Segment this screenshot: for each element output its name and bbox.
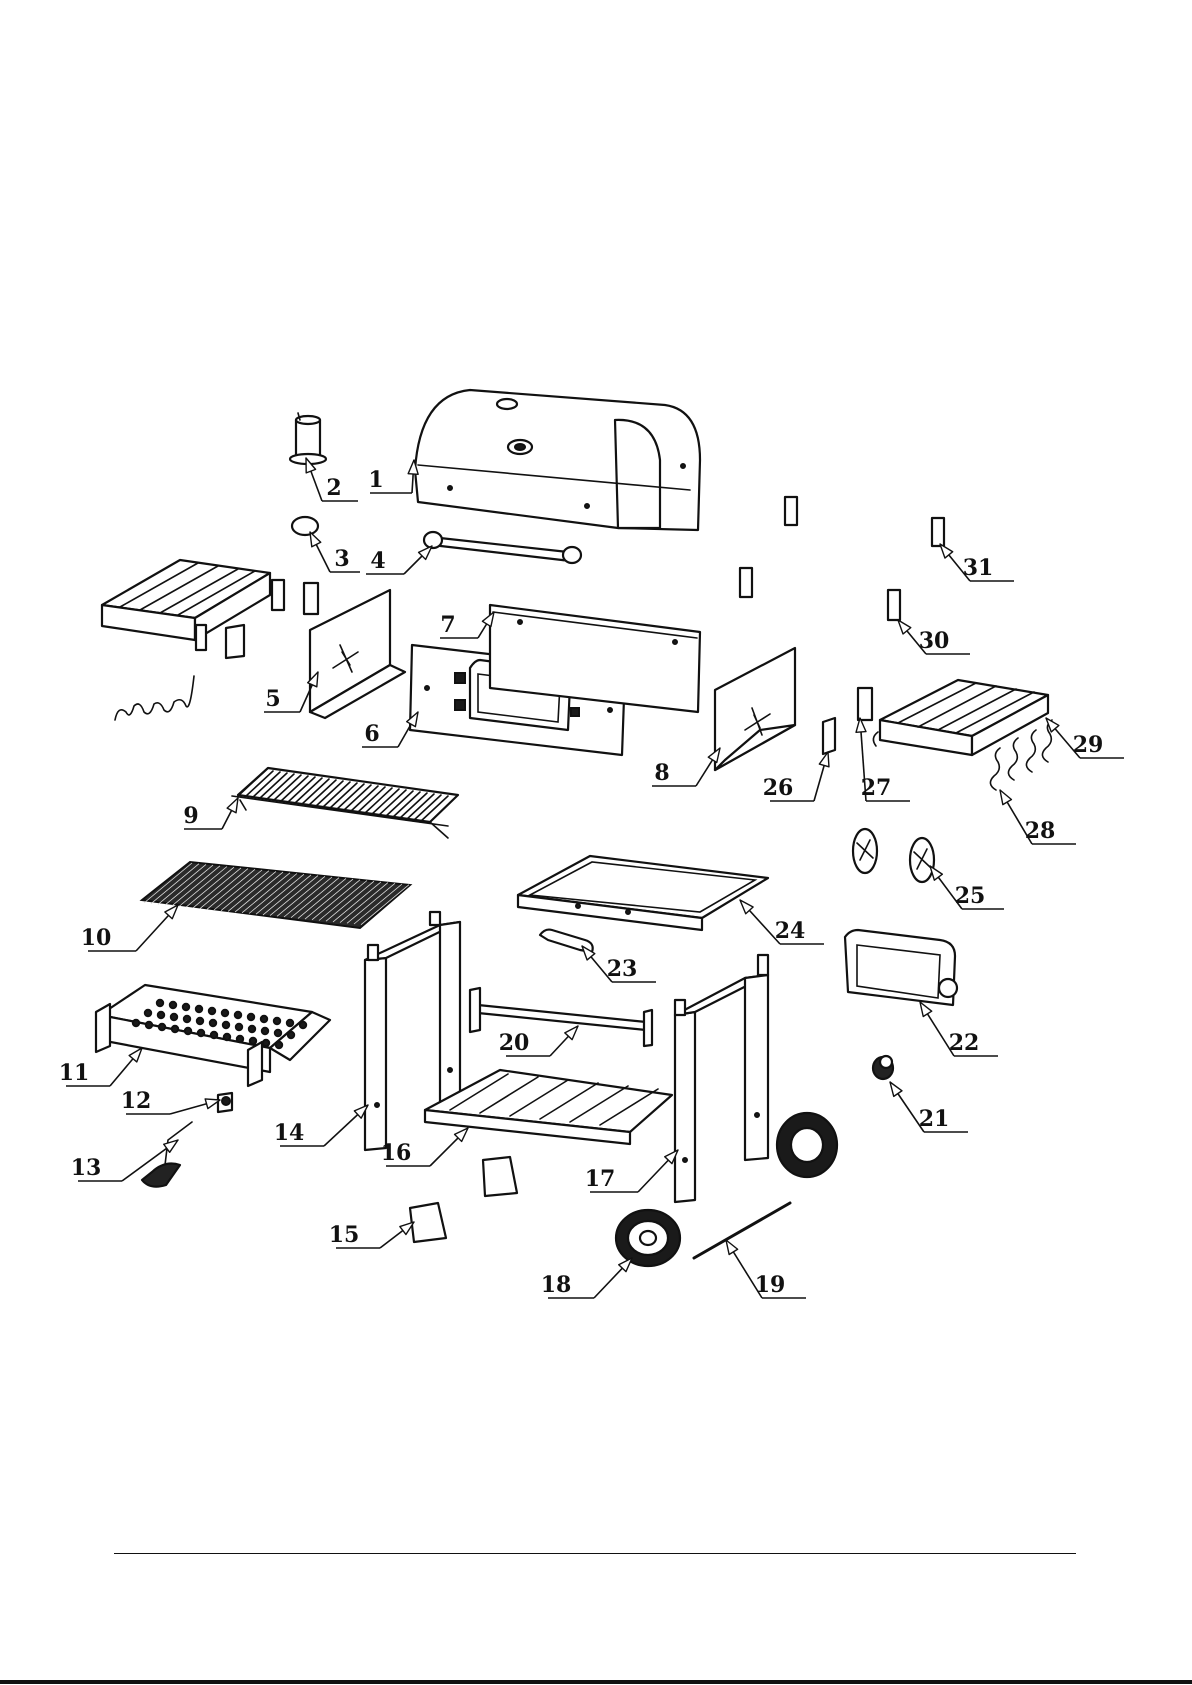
callout-number: 7 [440,612,455,638]
part-crank [142,1122,192,1187]
callout-number: 24 [775,918,806,944]
part-crank-bracket [218,1093,232,1112]
callout-20: 20 [499,1026,578,1056]
callout-25: 25 [930,866,1004,909]
callout-14: 14 [274,1105,368,1146]
callout-21: 21 [890,1082,968,1132]
part-cross-bar [470,988,652,1046]
part-leg-foot-15 [410,1203,446,1242]
callout-4: 4 [366,546,432,574]
callout-number: 11 [59,1060,90,1086]
part-hubcaps [853,829,934,882]
callout-number: 21 [919,1106,950,1132]
callout-number: 28 [1025,818,1056,844]
callout-number: 15 [329,1222,360,1248]
part-wheel-cap [873,1056,893,1079]
callout-number: 6 [364,721,379,747]
callout-number: 17 [585,1166,616,1192]
callout-8: 8 [652,748,720,786]
callout-26: 26 [763,752,829,801]
callout-number: 12 [121,1088,152,1114]
part-bracket-26 [823,718,835,754]
callout-arrowhead [164,1140,178,1152]
callout-18: 18 [541,1258,632,1298]
callout-arrowhead [940,544,953,558]
callout-arrowhead [726,1240,738,1255]
callout-31: 31 [940,544,1014,581]
part-thermometer [290,413,326,464]
callout-arrowhead [890,1082,902,1096]
callout-1: 1 [368,460,418,493]
callout-number: 25 [955,883,986,909]
callout-28: 28 [1000,790,1076,844]
part-gasket [292,517,318,535]
callout-arrowhead [930,866,942,880]
callout-number: 5 [265,686,280,712]
part-right-side-panel [715,648,795,770]
part-ash-tray [518,856,768,930]
callout-22: 22 [920,1002,998,1056]
part-cooking-grid [142,862,410,928]
part-wheel [616,1210,680,1266]
callout-number: 26 [763,775,794,801]
part-left-side-shelf [102,560,318,720]
part-bracket-30 [888,590,900,620]
page-edge-rule [0,1680,1192,1684]
callout-29: 29 [1046,718,1124,758]
callout-number: 3 [334,546,349,572]
part-leg-foot [483,1157,517,1196]
callout-arrowhead [310,532,321,547]
part-charcoal-grate [232,768,458,838]
part-bracket-27 [858,688,872,720]
callout-number: 29 [1073,732,1104,758]
callout-number: 14 [274,1120,305,1146]
part-right-side-shelf [873,680,1048,755]
callout-number: 19 [755,1272,786,1298]
callout-12: 12 [121,1088,220,1114]
callout-number: 4 [370,548,385,574]
callout-number: 30 [919,628,950,654]
callout-number: 1 [368,467,383,493]
part-left-side-panel [310,590,405,718]
callout-24: 24 [740,900,824,944]
callout-number: 9 [183,803,198,829]
callout-arrowhead [227,798,238,813]
callout-number: 27 [861,775,892,801]
part-charcoal-door [845,930,957,1005]
part-right-leg [675,955,768,1202]
part-wheel-rear [777,1113,837,1177]
footer-rule [114,1553,1076,1554]
part-lid [415,390,700,530]
part-charcoal-pan [96,985,330,1086]
part-lid-handle [424,532,581,563]
callout-11: 11 [59,1048,142,1086]
callout-10: 10 [81,905,178,951]
callout-number: 16 [381,1140,412,1166]
callout-number: 31 [963,555,994,581]
callout-number: 23 [607,956,638,982]
callout-15: 15 [329,1222,414,1248]
callout-number: 2 [326,475,341,501]
callout-arrowhead [898,620,911,634]
callout-number: 8 [654,760,669,786]
callout-9: 9 [183,798,238,829]
callout-16: 16 [381,1128,468,1166]
part-axle [694,1203,790,1258]
part-bracket-31 [932,518,944,546]
callout-arrowhead [920,1002,932,1017]
callout-19: 19 [726,1240,806,1298]
callout-arrowhead [1000,790,1011,805]
part-hinge-brackets [740,497,797,597]
callout-number: 13 [71,1155,102,1181]
callout-number: 22 [949,1030,980,1056]
callout-number: 10 [81,925,112,951]
callout-number: 18 [541,1272,572,1298]
callout-3: 3 [310,532,360,572]
callout-30: 30 [898,620,970,654]
callout-17: 17 [585,1150,678,1192]
callout-number: 20 [499,1030,530,1056]
callout-7: 7 [440,612,494,638]
